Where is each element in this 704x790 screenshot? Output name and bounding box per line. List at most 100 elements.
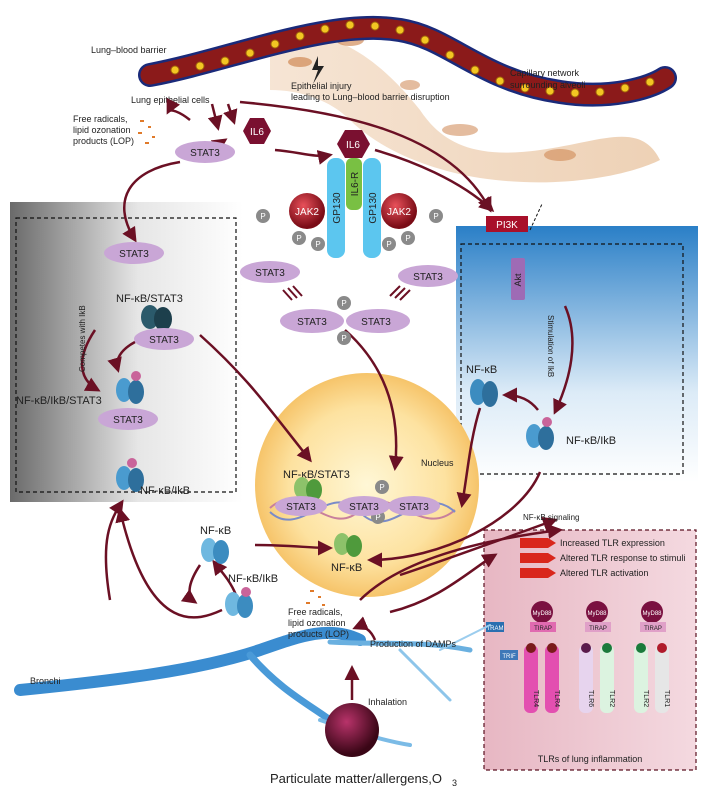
stat3-receptor-left: STAT3 — [240, 261, 300, 283]
nfkb-nuc — [334, 533, 362, 557]
svg-text:Akt: Akt — [513, 273, 523, 287]
svg-text:P: P — [296, 234, 301, 243]
svg-text:P: P — [375, 513, 380, 522]
nfkb-ikb-left — [116, 458, 144, 492]
nucleus — [255, 373, 479, 597]
gp130-left-receptor: GP130 — [327, 158, 345, 258]
radical-dots-bottom — [306, 590, 325, 606]
svg-text:STAT3: STAT3 — [255, 268, 285, 279]
free-radicals-bot-1: Free radicals, — [288, 607, 343, 617]
svg-text:JAK2: JAK2 — [387, 207, 411, 218]
svg-text:STAT3: STAT3 — [361, 317, 391, 328]
svg-text:P: P — [315, 240, 320, 249]
il6r-receptor: IL6-R — [346, 158, 362, 210]
tlr-effect-2: Altered TLR response to stimuli — [560, 553, 685, 563]
injury-label-2: leading to Lung–blood barrier disruption — [291, 92, 450, 102]
il6-left: IL6 — [243, 118, 271, 144]
competes-label: Competes with IkB — [78, 305, 87, 372]
nfkb-stat3-nuc-label: NF-κB/STAT3 — [283, 469, 350, 481]
svg-text:IL6: IL6 — [346, 140, 360, 151]
svg-text:TLR2: TLR2 — [642, 690, 649, 707]
phosphate-group: P P P P P P P P P P — [256, 209, 443, 524]
stat3-left-low: STAT3 — [98, 408, 158, 430]
akt: Akt — [511, 258, 525, 300]
svg-text:TLR4: TLR4 — [532, 690, 539, 707]
svg-text:STAT3: STAT3 — [349, 502, 379, 513]
nfkb-bottom-label: NF-κB — [200, 525, 231, 537]
nfkb-ikb-right — [526, 417, 554, 450]
nfkb-signaling-label: NF-κB signaling — [523, 513, 579, 522]
il6-right: IL6 — [337, 130, 370, 158]
stat3-dimer: STAT3 STAT3 — [280, 309, 410, 333]
dimerization-marks — [282, 285, 411, 301]
free-radicals-top-2: lipid ozonation — [73, 125, 131, 135]
svg-text:JAK2: JAK2 — [295, 207, 319, 218]
nfkb-dark-left — [141, 305, 172, 331]
free-radicals-bot-2: lipid ozonation — [288, 618, 346, 628]
nfkb-ikb-bottom — [225, 587, 253, 618]
nfkb-ikb-left-label: NF-κB/IkB — [140, 485, 190, 497]
nfkb-green-nuc — [294, 477, 322, 501]
nfkb-ikb-bottom-label: NF-κB/IkB — [228, 573, 278, 585]
injury-bolt-icon — [312, 56, 324, 84]
tlr-box-title: TLRs of lung inflammation — [538, 754, 643, 764]
svg-text:TLR1: TLR1 — [663, 690, 670, 707]
tlr-effect-3: Altered TLR activation — [560, 568, 648, 578]
tlr-effect-1: Increased TLR expression — [560, 538, 665, 548]
svg-text:TRIF: TRIF — [502, 654, 516, 660]
bronchi-label: Bronchi — [30, 676, 61, 686]
damps-label: Production of DAMPs — [370, 639, 457, 649]
cytoplasm-box-right — [456, 226, 698, 482]
pi3k: PI3K — [486, 216, 528, 232]
svg-text:TLR4: TLR4 — [553, 690, 560, 707]
nfkb-right-label: NF-κB — [466, 364, 497, 376]
svg-text:STAT3: STAT3 — [413, 272, 443, 283]
svg-text:IL6-R: IL6-R — [350, 172, 361, 196]
tlr-receptors: MyD88 TIRAP TLR4 TLR4 TRAM TRIF MyD88 TI… — [486, 601, 670, 713]
pathway-arrows — [80, 97, 574, 700]
stat3-left-mid: STAT3 — [134, 328, 194, 350]
nfkb-right — [470, 379, 498, 407]
nfkb-stat3-left-label: NF-κB/STAT3 — [116, 293, 183, 305]
svg-text:STAT3: STAT3 — [119, 249, 149, 260]
svg-text:STAT3: STAT3 — [286, 502, 316, 513]
svg-text:STAT3: STAT3 — [399, 502, 429, 513]
free-radicals-top-1: Free radicals, — [73, 114, 128, 124]
nfkb-ikb-right-label: NF-κB/IkB — [566, 435, 616, 447]
svg-text:P: P — [405, 234, 410, 243]
svg-text:TIRAP: TIRAP — [589, 626, 607, 632]
stat3-left-box: STAT3 — [104, 242, 164, 264]
svg-text:MyD88: MyD88 — [642, 611, 662, 617]
cytoplasm-box-right-border — [460, 243, 684, 475]
cytoplasm-box-left-border — [15, 217, 237, 493]
svg-text:IL6: IL6 — [250, 127, 264, 138]
o3-subscript: 3 — [452, 778, 457, 788]
capillary-label-2: surrounding alveoli — [510, 80, 586, 90]
svg-text:TLR2: TLR2 — [608, 690, 615, 707]
svg-text:TIRAP: TIRAP — [534, 626, 552, 632]
svg-text:STAT3: STAT3 — [190, 148, 220, 159]
free-radicals-top-3: products (LOP) — [73, 136, 134, 146]
capillary-label-1: Capillary network — [510, 68, 580, 78]
radical-dots-top — [138, 120, 155, 144]
svg-text:TLR6: TLR6 — [587, 690, 594, 707]
svg-text:P: P — [386, 240, 391, 249]
svg-text:STAT3: STAT3 — [113, 415, 143, 426]
stim-ikb-label: Stimulation of IkB — [546, 315, 555, 377]
svg-text:MyD88: MyD88 — [587, 611, 607, 617]
svg-text:GP130: GP130 — [332, 192, 343, 224]
nfkb-nuc-label: NF-κB — [331, 562, 362, 574]
jak2-left: JAK2 — [289, 193, 325, 229]
stat3-receptor-right: STAT3 — [398, 265, 458, 287]
particulate-matter — [325, 703, 379, 757]
particulate-label: Particulate matter/allergens,O — [270, 771, 442, 786]
injury-label-1: Epithelial injury — [291, 81, 352, 91]
svg-text:P: P — [260, 212, 265, 221]
svg-text:GP130: GP130 — [368, 192, 379, 224]
stat3-nuc: STAT3 STAT3 STAT3 — [275, 496, 440, 516]
lung-epithelial-label: Lung epithelial cells — [131, 95, 210, 105]
svg-text:PI3K: PI3K — [496, 220, 518, 231]
jak2-right: JAK2 — [381, 193, 417, 229]
inhalation-label: Inhalation — [368, 697, 407, 707]
